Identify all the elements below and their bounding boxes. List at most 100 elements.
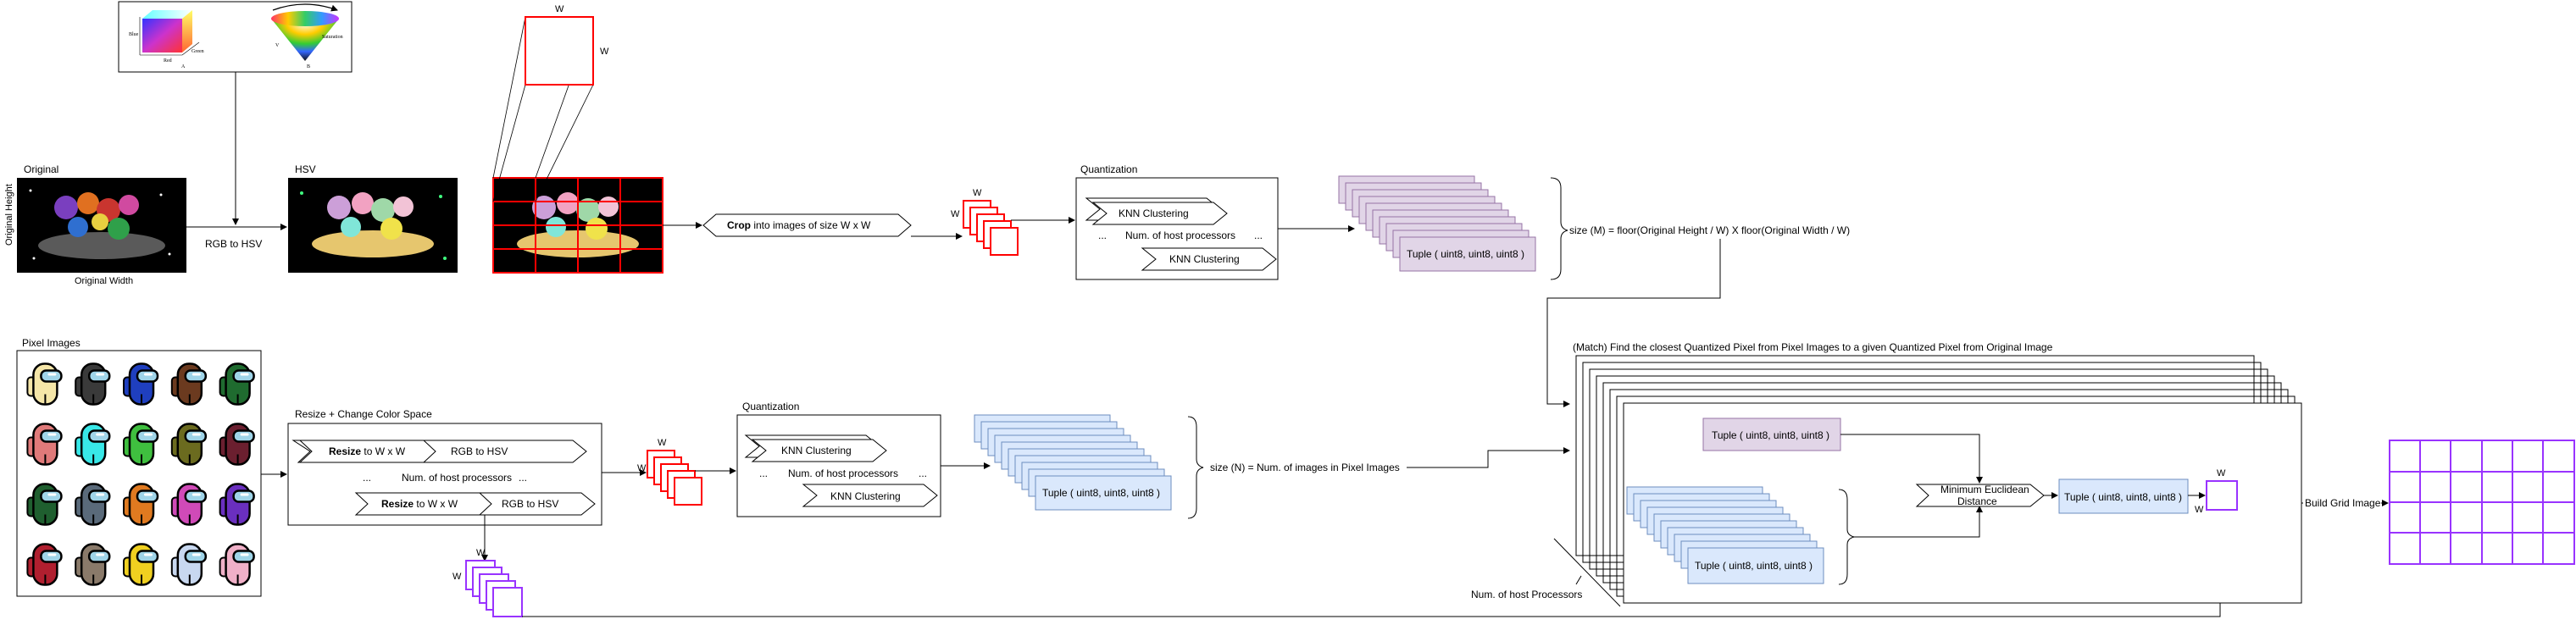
red-tile-stack (963, 200, 1019, 256)
rgb-cube-image: Blue Red Green A (129, 10, 204, 69)
svg-text:Resize to W x W: Resize to W x W (329, 445, 406, 457)
top-tuple-stack: Tuple ( uint8, uint8, uint8 ) (1338, 175, 1536, 272)
hsv-label: HSV (295, 163, 316, 175)
resize-rgb-hsv-2: RGB to HSV (502, 498, 558, 510)
top-brace (1550, 177, 1568, 280)
num-hosts-pointer (1553, 538, 1621, 607)
resize-rest-1: to W x W (361, 445, 406, 457)
bottom-quantization-label: Quantization (742, 401, 799, 412)
crewmate-icon (170, 543, 208, 586)
resize-num-hosts: Num. of host processors (402, 472, 512, 484)
crewmate-icon (219, 423, 255, 466)
zoom-tile (492, 16, 594, 202)
zoom-w-top: W (555, 4, 564, 14)
hsv-cone-image: V Saturation B (271, 3, 343, 69)
top-dots-left: ... (1098, 230, 1107, 241)
svg-text:Red: Red (164, 58, 172, 64)
match-tuple-purple: Tuple ( uint8, uint8, uint8 ) (1702, 418, 1841, 451)
final-grid-image (2389, 440, 2575, 565)
top-knn-1: KNN Clustering (1119, 207, 1189, 219)
resize-dots-right: ... (519, 472, 527, 484)
bottom-dots-left: ... (759, 467, 768, 479)
pixel-images-label: Pixel Images (22, 337, 80, 349)
crewmate-icon (26, 483, 63, 526)
crewmate-icon (75, 543, 111, 586)
svg-text:Saturation: Saturation (322, 35, 343, 40)
label-a: A (181, 64, 186, 69)
top-knn-2: KNN Clustering (1169, 253, 1240, 265)
crewmate-icon (170, 483, 208, 526)
crewmate-icon (219, 543, 255, 586)
original-height-label: Original Height (4, 184, 14, 246)
crewmate-icon (26, 362, 63, 406)
original-image (17, 178, 186, 273)
bottom-tuple-stack: Tuple ( uint8, uint8, uint8 ) (974, 414, 1172, 511)
match-num-hosts: Num. of host Processors (1471, 589, 1582, 600)
crewmate-icon (123, 543, 159, 586)
purple-w-top: W (476, 548, 486, 558)
arrow-purple-to-min (1840, 434, 1983, 484)
rgb-to-hsv-label: RGB to HSV (205, 238, 262, 250)
svg-text:Resize to W x W: Resize to W x W (381, 498, 458, 510)
match-tuple-result: Tuple ( uint8, uint8, uint8 ) (2058, 478, 2189, 514)
original-label: Original (24, 163, 58, 175)
crewmate-icon (219, 483, 255, 526)
resize-dots-left: ... (363, 472, 371, 484)
resize-box: Resize to W x W RGB to HSV ... Num. of h… (287, 423, 602, 526)
min-dist-line2: Distance (1957, 495, 1997, 507)
tile-w-left: W (951, 209, 960, 219)
bottom-knn-1: KNN Clustering (781, 445, 852, 456)
crewmate-icon (170, 423, 208, 466)
match-label: (Match) Find the closest Quantized Pixel… (1573, 341, 2053, 353)
bottom-quantization-box: KNN Clustering ... Num. of host processo… (736, 414, 941, 517)
resize-bold-1: Resize (329, 445, 361, 457)
crewmate-icon (75, 483, 111, 526)
bottom-dots-right: ... (919, 467, 927, 479)
top-dots-right: ... (1254, 230, 1263, 241)
tile-bottom-w-top: W (658, 438, 667, 448)
purple-w-left: W (452, 572, 462, 582)
result-tile (2206, 480, 2238, 511)
svg-text:Crop into images of size W x W: Crop into images of size W x W (727, 219, 871, 231)
size-n-label: size (N) = Num. of images in Pixel Image… (1210, 462, 1400, 473)
bottom-num-hosts: Num. of host processors (788, 467, 898, 479)
resize-label: Resize + Change Color Space (295, 408, 432, 420)
crewmate-icon (123, 423, 159, 466)
build-grid-label: Build Grid Image (2305, 497, 2381, 509)
min-dist-line1: Minimum Euclidean (1940, 484, 2029, 495)
svg-text:Tuple ( uint8, uint8, uint8 ): Tuple ( uint8, uint8, uint8 ) (1695, 560, 1813, 572)
crewmate-icon (26, 543, 63, 586)
svg-text:Tuple ( uint8, uint8, uint8 ): Tuple ( uint8, uint8, uint8 ) (1712, 429, 1829, 441)
result-w-left: W (2195, 505, 2204, 515)
arrow-blue-to-min (1854, 506, 1983, 538)
top-quantization-box: KNN Clustering ... Num. of host processo… (1075, 177, 1279, 280)
original-width-label: Original Width (75, 276, 133, 286)
svg-text:Blue: Blue (129, 32, 139, 37)
hsv-image (288, 178, 458, 273)
crewmate-icon (123, 362, 159, 406)
resize-bold-2: Resize (381, 498, 414, 510)
resize-rest-2: to W x W (414, 498, 458, 510)
svg-text:V: V (275, 43, 280, 48)
red-tile-stack-bottom (647, 450, 702, 506)
crewmate-icon (219, 362, 255, 406)
purple-tile-stack (465, 560, 523, 617)
crewmate-icon (75, 362, 111, 406)
min-distance-step: Minimum Euclidean Distance (1915, 484, 2045, 507)
crewmate-icon (75, 423, 111, 466)
cropped-grid-image (492, 177, 663, 274)
svg-text:Green: Green (192, 49, 204, 54)
match-blue-stack: Tuple ( uint8, uint8, uint8 ) (1626, 486, 1824, 584)
tile-bottom-w-left: W (637, 463, 647, 473)
crop-step: Crop into images of size W x W (702, 213, 912, 237)
color-model-panel: Blue Red Green A (118, 1, 353, 73)
top-num-hosts: Num. of host processors (1125, 230, 1235, 241)
svg-text:Tuple ( uint8, uint8, uint8 ): Tuple ( uint8, uint8, uint8 ) (2064, 491, 2182, 503)
top-tuple-label: Tuple ( uint8, uint8, uint8 ) (1407, 248, 1524, 260)
result-w-top: W (2217, 468, 2226, 478)
label-b: B (307, 64, 310, 69)
arrow-size-m-to-match (1546, 239, 1721, 407)
crop-rest: into images of size W x W (751, 219, 871, 231)
